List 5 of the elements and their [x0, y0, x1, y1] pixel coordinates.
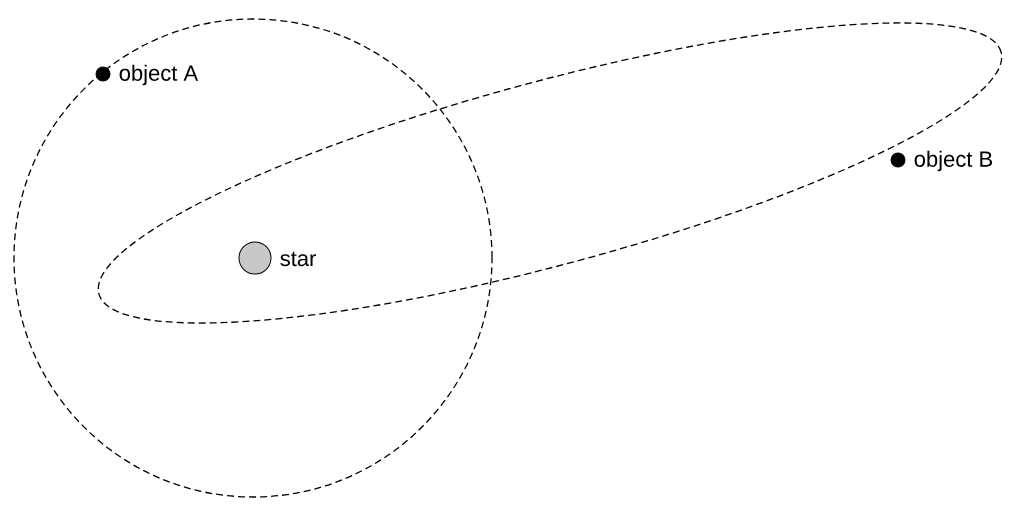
- object-label: object B: [914, 150, 992, 172]
- object-label: object A: [119, 64, 199, 86]
- object-dot: [890, 152, 906, 168]
- object-dot: [95, 66, 111, 82]
- object-label: star: [280, 251, 316, 267]
